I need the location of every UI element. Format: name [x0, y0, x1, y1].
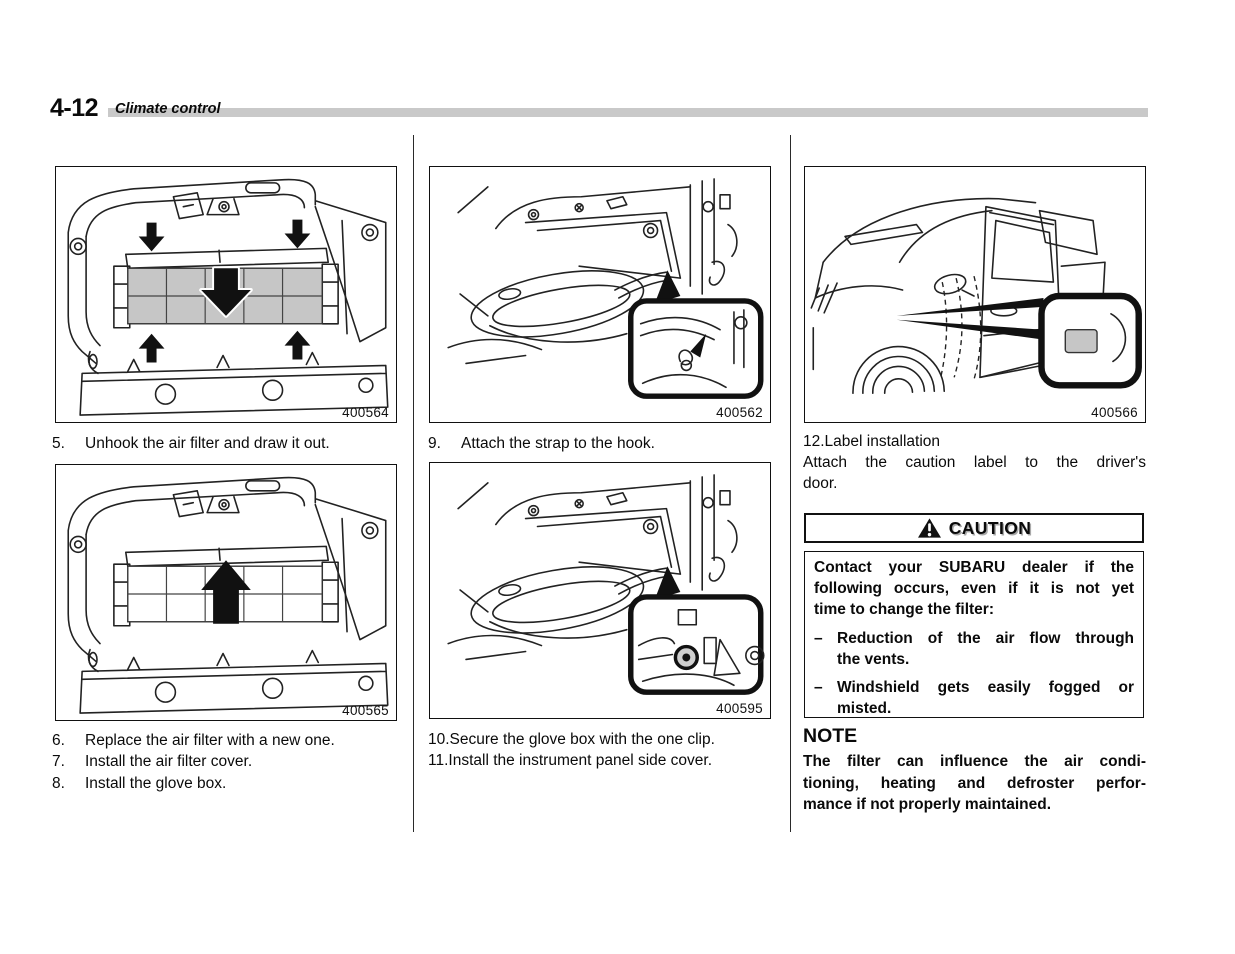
- caution-intro: Contact your SUBARU dealer if the follow…: [814, 559, 1134, 619]
- step-10: 10.Secure the glove box with the one cli…: [428, 731, 715, 748]
- steps-10-11: 10.Secure the glove box with the one cli…: [428, 729, 780, 772]
- column-divider-1: [413, 135, 414, 832]
- figure-air-filter-removal: 400564: [55, 166, 397, 423]
- hook-pointer-icon: [690, 333, 707, 358]
- car-door-label-illustration: [810, 197, 1142, 395]
- figure-number: 400565: [342, 703, 389, 718]
- figure-strap-hook: 400562: [429, 166, 771, 423]
- step-12-title: 12.Label installation: [803, 433, 941, 450]
- up-arrow-icon: [138, 333, 165, 363]
- callout-pointer-icon: [654, 566, 681, 600]
- caution-label-sticker: [1064, 329, 1098, 354]
- pointer-line-bottom: [896, 319, 1044, 340]
- pointer-line-top: [896, 297, 1044, 316]
- note-line: mance if not properly maintained.: [803, 796, 1052, 813]
- step-text: Unhook the air filter and draw it out.: [85, 435, 330, 452]
- figure-air-filter-install: 400565: [55, 464, 397, 721]
- step-12-line: Attach the caution label to the driver's: [803, 454, 1146, 471]
- steps-6-8: 6.Replace the air filter with a new one.…: [52, 730, 404, 794]
- big-up-arrow-icon: [201, 560, 251, 624]
- step-5: 5. Unhook the air filter and draw it out.: [52, 433, 404, 454]
- step-11: 11.Install the instrument panel side cov…: [428, 752, 713, 770]
- clip-center: [682, 653, 691, 662]
- note-title: NOTE: [803, 725, 858, 747]
- glove-box-filter-removal-illustration: [67, 178, 389, 416]
- figure-glove-box-clip: 400595: [429, 462, 771, 719]
- caution-bullet-2: – Windshield gets easily fogged or miste…: [814, 677, 1134, 719]
- column-divider-2: [790, 135, 791, 832]
- figure-number: 400566: [1091, 405, 1138, 420]
- bullet-dash: –: [814, 629, 823, 647]
- caution-body-box: Contact your SUBARU dealer if the follow…: [804, 551, 1144, 718]
- step-12-line: door.: [803, 475, 838, 493]
- figure-number: 400562: [716, 405, 763, 420]
- figure-label-installation: 400566: [804, 166, 1146, 423]
- step-6: 6.Replace the air filter with a new one.: [52, 732, 335, 749]
- figure-number: 400564: [342, 405, 389, 420]
- step-7: 7.Install the air filter cover.: [52, 753, 253, 771]
- big-down-arrow-icon: [199, 266, 253, 318]
- down-arrow-icon: [138, 222, 165, 252]
- glove-box-filter-install-illustration: [67, 476, 389, 714]
- step-number: 5.: [52, 435, 65, 452]
- page-number: 4-12: [50, 94, 99, 122]
- step-12-body: Attach the caution label to the driver's…: [803, 452, 1146, 495]
- up-arrow-icon: [284, 330, 311, 360]
- bullet-dash: –: [814, 679, 823, 697]
- note-line: tioning, heating and defroster perfor-: [803, 774, 1146, 792]
- step-text: Attach the strap to the hook.: [461, 435, 655, 452]
- figure-number: 400595: [716, 701, 763, 716]
- callout-pointer-icon: [654, 270, 681, 304]
- header-bar: [108, 108, 1148, 117]
- down-arrow-icon: [284, 219, 311, 249]
- caution-label: CAUTION: [948, 517, 1032, 538]
- warning-triangle-icon: [917, 518, 941, 538]
- chapter-title: Climate control: [115, 101, 221, 117]
- step-9: 9. Attach the strap to the hook.: [428, 433, 780, 454]
- note-line: The filter can influence the air condi-: [803, 753, 1146, 770]
- caution-bullet-1: – Reduction of the air flow through the …: [814, 628, 1134, 670]
- glove-box-clip-illustration: [447, 474, 765, 695]
- callout-box: [628, 594, 764, 695]
- glove-box-strap-illustration: [447, 178, 764, 399]
- note-body: The filter can influence the air condi- …: [803, 751, 1146, 816]
- step-8: 8.Install the glove box.: [52, 774, 227, 792]
- step-number: 9.: [428, 435, 441, 452]
- caution-heading: CAUTION: [804, 513, 1144, 543]
